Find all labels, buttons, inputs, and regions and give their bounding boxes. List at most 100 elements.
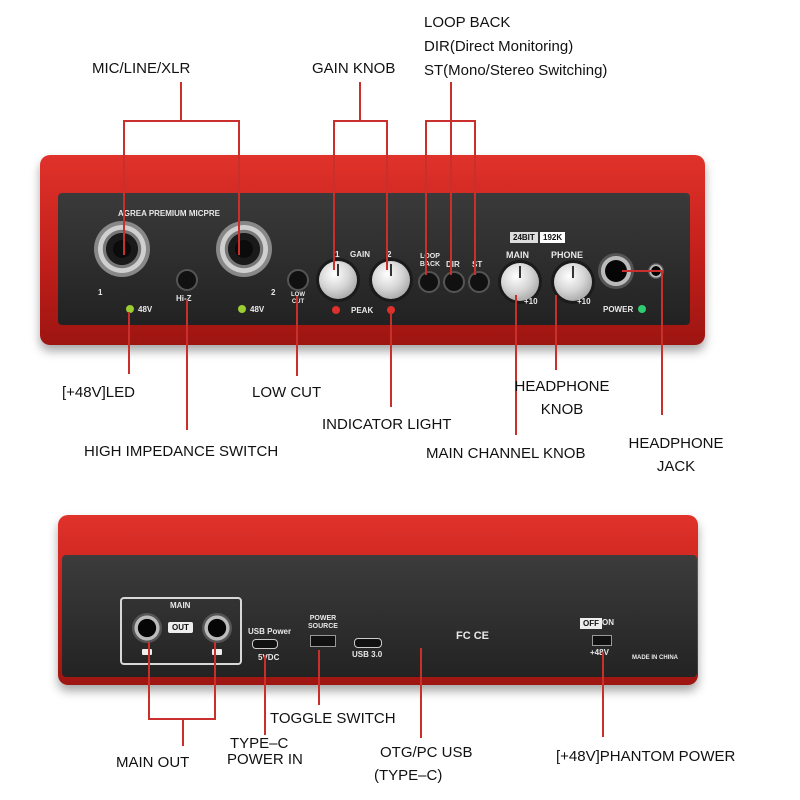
bit-badge: 24BIT	[510, 232, 538, 243]
leader-mic-right	[238, 120, 240, 255]
callout-headphone-knob-1: HEADPHONE	[514, 378, 610, 395]
leader-loop-stem	[450, 82, 452, 120]
loopback-label: LOOP BACK	[419, 253, 441, 268]
headphone-knob[interactable]	[554, 263, 592, 301]
hiz-button[interactable]	[178, 271, 196, 289]
power-label: POWER	[603, 305, 634, 314]
leader-gain-bar	[333, 120, 387, 122]
channel-1-label: 1	[98, 288, 103, 297]
leader-loop-mid	[450, 120, 452, 275]
dir-label: DIR	[446, 260, 460, 269]
leader-mainout-stem	[182, 718, 184, 746]
callout-48v-led: [+48V]LED	[62, 384, 135, 401]
callout-indicator-light: INDICATOR LIGHT	[322, 416, 452, 433]
callout-headphone-jack-2: JACK	[656, 458, 696, 475]
phantom-switch[interactable]	[592, 635, 612, 646]
lowcut-button[interactable]	[289, 271, 307, 289]
callout-otg-1: OTG/PC USB	[380, 744, 473, 761]
led-48v-1	[126, 305, 134, 313]
callout-st: ST(Mono/Stereo Switching)	[424, 62, 608, 79]
leader-lowcut	[296, 296, 298, 376]
led-48v-2-label: 48V	[250, 305, 265, 314]
gain-label: GAIN	[350, 250, 370, 259]
gain-knob-1[interactable]	[319, 261, 357, 299]
right-marker	[212, 649, 222, 655]
phone-label: PHONE	[551, 250, 584, 260]
st-button[interactable]	[470, 273, 488, 291]
brand-label: AGREA PREMIUM MICPRE	[118, 209, 220, 218]
leader-phantom	[602, 652, 604, 737]
usb3-label: USB 3.0	[352, 650, 383, 659]
off-label: OFF	[580, 618, 602, 629]
front-panel: AGREA PREMIUM MICPRE 1 2 48V 48V Hi-Z LO…	[58, 193, 690, 325]
led-48v-1-label: 48V	[138, 305, 153, 314]
callout-main-out: MAIN OUT	[116, 754, 190, 771]
combo-input-1[interactable]	[94, 221, 150, 277]
main-out-right-jack[interactable]	[202, 613, 232, 643]
leader-mainout-right	[214, 642, 216, 720]
rear-main-label: MAIN	[170, 601, 191, 610]
left-marker	[142, 649, 152, 655]
main-out-left-jack[interactable]	[132, 613, 162, 643]
phone-plus10: +10	[577, 297, 591, 306]
gain-1-label: 1	[335, 250, 340, 259]
main-channel-knob[interactable]	[501, 263, 539, 301]
leader-otg	[420, 648, 422, 738]
leader-gain-right	[386, 120, 388, 270]
led-48v-2	[238, 305, 246, 313]
usb-c-power-port[interactable]	[252, 639, 278, 649]
main-label: MAIN	[506, 250, 529, 260]
gain-2-label: 2	[387, 250, 392, 259]
leader-main-knob	[515, 295, 517, 435]
rear-out-label: OUT	[168, 622, 193, 633]
leader-gain-stem	[359, 82, 361, 120]
leader-mainout-left	[148, 642, 150, 720]
rear-48v-label: +48V	[590, 648, 609, 657]
on-label: ON	[602, 618, 614, 627]
callout-main-channel-knob: MAIN CHANNEL KNOB	[426, 445, 586, 462]
power-source-label: POWER SOURCE	[308, 615, 338, 630]
leader-jack-v	[661, 270, 663, 415]
five-vdc-label: 5VDC	[258, 653, 280, 662]
callout-phantom-power: [+48V]PHANTOM POWER	[556, 748, 736, 765]
dir-button[interactable]	[445, 273, 463, 291]
callout-type-c-2: POWER IN	[227, 751, 303, 768]
combo-input-2[interactable]	[216, 221, 272, 277]
leader-jack-h	[622, 270, 662, 272]
callout-loop-back: LOOP BACK	[424, 14, 511, 31]
leader-mic-bar	[123, 120, 239, 122]
peak-label: PEAK	[351, 306, 374, 315]
rear-panel: MAIN OUT USB Power 5VDC POWER SOURCE USB…	[62, 555, 697, 677]
power-toggle-switch[interactable]	[310, 635, 336, 647]
callout-low-cut: LOW CUT	[252, 384, 322, 401]
peak-led-1	[332, 306, 340, 314]
lowcut-label: LOW CUT	[291, 292, 305, 305]
callout-gain-knob: GAIN KNOB	[312, 60, 396, 77]
leader-indicator	[390, 312, 392, 407]
cert-label: FC CE	[456, 630, 489, 642]
loopback-button[interactable]	[420, 273, 438, 291]
peak-led-2	[387, 306, 395, 314]
leader-typec	[264, 655, 266, 735]
callout-type-c-1: TYPE–C	[230, 735, 289, 752]
made-in-label: MADE IN CHINA	[632, 655, 678, 661]
power-led	[638, 305, 646, 313]
callout-toggle-switch: TOGGLE SWITCH	[270, 710, 396, 727]
leader-hiz	[186, 300, 188, 430]
callout-dir: DIR(Direct Monitoring)	[424, 38, 574, 55]
gain-knob-2[interactable]	[372, 261, 410, 299]
leader-48v-led	[128, 312, 130, 374]
usb-c-data-port[interactable]	[354, 638, 382, 648]
leader-loop-left	[425, 120, 427, 275]
leader-loop-right	[474, 120, 476, 275]
leader-mic-stem	[180, 82, 182, 120]
callout-high-impedance: HIGH IMPEDANCE SWITCH	[84, 443, 279, 460]
st-label: ST	[472, 260, 483, 269]
leader-phone-knob	[555, 295, 557, 370]
rate-badge: 192K	[540, 232, 566, 243]
channel-2-label: 2	[271, 288, 276, 297]
callout-headphone-knob-2: KNOB	[540, 401, 584, 418]
main-out-box	[120, 597, 242, 665]
usb-power-label: USB Power	[248, 627, 292, 636]
callout-otg-2: (TYPE–C)	[374, 767, 443, 784]
